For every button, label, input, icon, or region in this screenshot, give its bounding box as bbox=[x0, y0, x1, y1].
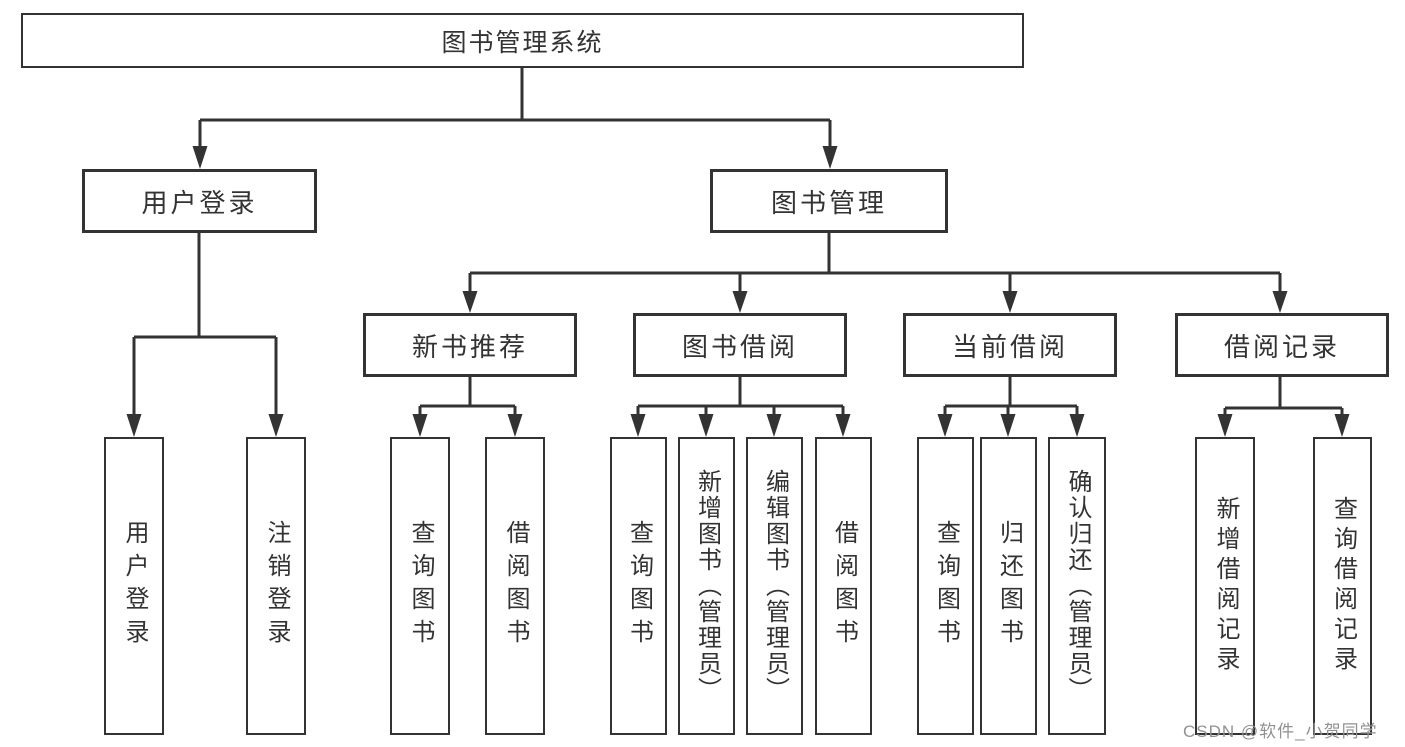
node-current-borrowing: 当前借阅 bbox=[903, 313, 1117, 377]
connector-newbookrec-to-leaves bbox=[418, 377, 517, 419]
node-user-login-label: 用户登录 bbox=[141, 187, 258, 218]
connector-borrowrecord-to-leaves bbox=[1223, 377, 1344, 419]
leaf-logout-label: 注销登录 bbox=[263, 520, 290, 652]
leaf-edit-books-admin: 编辑图书（管理员） bbox=[746, 437, 803, 735]
leaf-add-borrow-record: 新增借阅记录 bbox=[1195, 437, 1255, 735]
leaf-return-books-label: 归还图书 bbox=[995, 520, 1023, 652]
leaf-confirm-return-admin: 确认归还（管理员） bbox=[1048, 437, 1106, 735]
node-book-borrowing: 图书借阅 bbox=[633, 313, 847, 377]
leaf-recommend-borrow-books-label: 借阅图书 bbox=[502, 520, 529, 652]
leaf-query-borrow-record-label: 查询借阅记录 bbox=[1329, 496, 1357, 676]
node-borrowing-records-label: 借阅记录 bbox=[1223, 331, 1340, 362]
connector-userlogin-to-leaves bbox=[132, 233, 278, 419]
leaf-borrowing-borrow-books: 借阅图书 bbox=[815, 437, 872, 735]
leaf-recommend-borrow-books: 借阅图书 bbox=[485, 437, 545, 735]
arrowheads bbox=[126, 146, 1350, 437]
connector-bookborrow-to-leaves bbox=[636, 377, 845, 419]
leaf-borrowing-query-books-label: 查询图书 bbox=[625, 520, 653, 652]
node-new-book-recommendation-label: 新书推荐 bbox=[411, 331, 528, 362]
leaf-user-login: 用户登录 bbox=[104, 437, 164, 735]
leaf-return-books: 归还图书 bbox=[980, 437, 1037, 735]
leaf-add-books-admin-label: 新增图书（管理员） bbox=[693, 469, 721, 703]
connector-root-to-level2 bbox=[198, 68, 832, 148]
leaf-user-login-label: 用户登录 bbox=[121, 520, 148, 652]
connector-currentborrow-to-leaves bbox=[943, 377, 1079, 419]
node-new-book-recommendation: 新书推荐 bbox=[363, 313, 577, 377]
leaf-borrowing-borrow-books-label: 借阅图书 bbox=[830, 520, 858, 652]
node-current-borrowing-label: 当前借阅 bbox=[951, 331, 1068, 362]
leaf-add-borrow-record-label: 新增借阅记录 bbox=[1212, 496, 1239, 676]
node-user-login: 用户登录 bbox=[82, 169, 317, 233]
node-root-label: 图书管理系统 bbox=[441, 28, 604, 57]
leaf-borrowing-query-books: 查询图书 bbox=[610, 437, 667, 735]
leaf-current-query-books-label: 查询图书 bbox=[932, 520, 960, 652]
node-book-management-label: 图书管理 bbox=[770, 187, 887, 218]
leaf-confirm-return-admin-label: 确认归还（管理员） bbox=[1064, 469, 1091, 703]
watermark: CSDN @软件_小贺同学 bbox=[1183, 722, 1378, 741]
node-book-management: 图书管理 bbox=[710, 169, 948, 233]
connector-bookmgmt-to-level3 bbox=[468, 233, 1282, 295]
leaf-query-borrow-record: 查询借阅记录 bbox=[1313, 437, 1372, 735]
leaf-edit-books-admin-label: 编辑图书（管理员） bbox=[761, 469, 789, 703]
leaf-logout: 注销登录 bbox=[246, 437, 306, 735]
node-book-borrowing-label: 图书借阅 bbox=[681, 331, 798, 362]
leaf-current-query-books: 查询图书 bbox=[917, 437, 974, 735]
leaf-recommend-query-books-label: 查询图书 bbox=[407, 520, 434, 652]
node-borrowing-records: 借阅记录 bbox=[1175, 313, 1389, 377]
node-root: 图书管理系统 bbox=[21, 13, 1024, 68]
leaf-add-books-admin: 新增图书（管理员） bbox=[678, 437, 735, 735]
leaf-recommend-query-books: 查询图书 bbox=[390, 437, 450, 735]
